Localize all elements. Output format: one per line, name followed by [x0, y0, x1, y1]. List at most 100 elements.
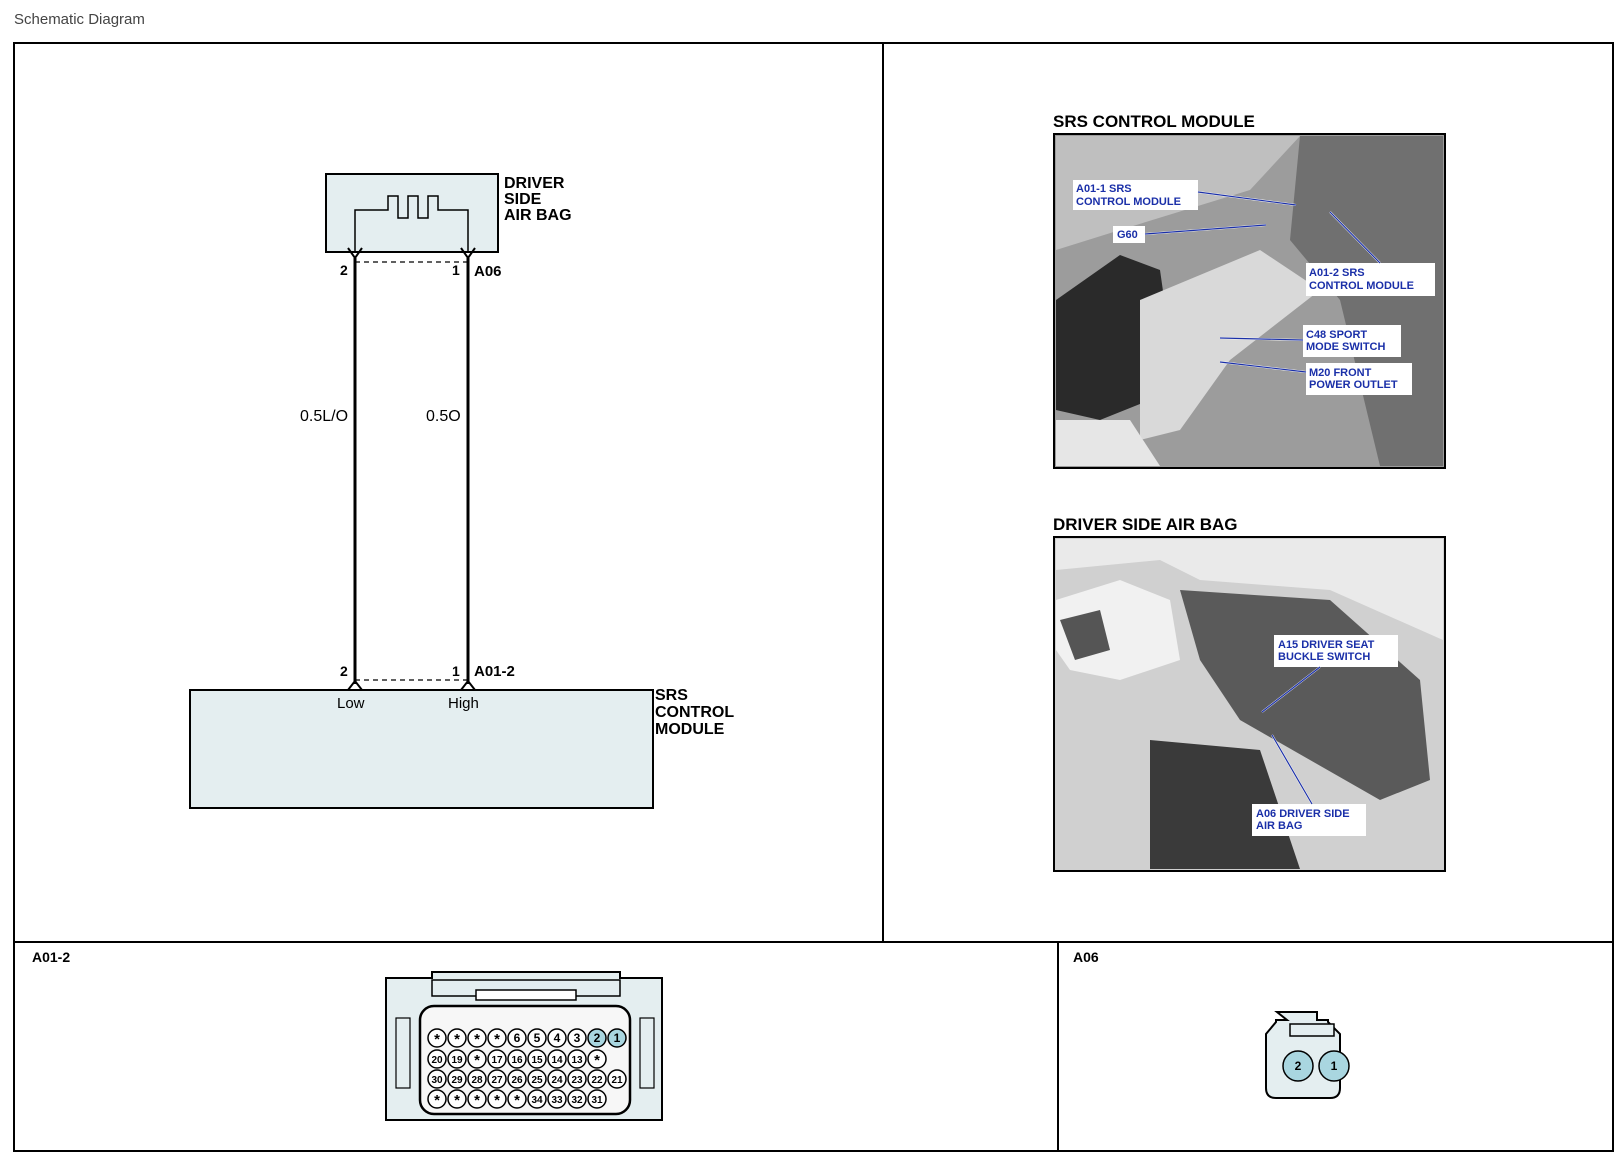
photo-shape-console — [1140, 250, 1320, 440]
a01-2-pin-0-6-circle — [547, 1028, 567, 1048]
photo-driver-side-airbag: DRIVER SIDE AIR BAG A15 DRIVER SEAT BUCK… — [1053, 515, 1446, 872]
label-a06-line2: AIR BAG — [1256, 820, 1302, 832]
photo2-shape-buckle — [1060, 610, 1110, 660]
a01-2-pin-3-6-label: 33 — [551, 1095, 563, 1106]
connector-side-rib-left — [395, 1017, 411, 1089]
a01-2-pin-1-1-label: 19 — [451, 1055, 463, 1066]
label-c48-line1: C48 SPORT — [1306, 329, 1367, 341]
label-box-a01-1 — [1073, 180, 1198, 210]
a01-2-pin-3-2-label: * — [474, 1092, 480, 1109]
a01-2-pin-2-0-label: 30 — [431, 1075, 443, 1086]
label-m20-line1: M20 FRONT — [1309, 367, 1372, 379]
leader-a01-1-inner — [1197, 191, 1297, 206]
a01-2-pin-3-3-circle — [487, 1089, 507, 1109]
a01-2-pin-0-4-circle — [507, 1028, 527, 1048]
a01-2-pin-1-5-label: 15 — [531, 1055, 543, 1066]
a01-2-pin-2-1-label: 29 — [451, 1075, 463, 1086]
a01-2-pin-2-7-circle — [567, 1069, 587, 1089]
wire-label-right: 0.5O — [426, 408, 461, 425]
a01-2-pin-0-3-circle — [487, 1028, 507, 1048]
srs-label-line2: CONTROL — [655, 704, 734, 721]
a01-2-pin-1-3-label: 17 — [491, 1055, 503, 1066]
label-a15-line2: BUCKLE SWITCH — [1278, 651, 1370, 663]
a01-2-pin-1-4-circle — [507, 1049, 527, 1069]
page-title: Schematic Diagram — [14, 11, 145, 28]
a01-2-pin-1-7-circle — [567, 1049, 587, 1069]
a01-2-pin-0-7-label: 3 — [574, 1031, 581, 1045]
label-a01-1-line1: A01-1 SRS — [1076, 183, 1132, 195]
airbag-box — [325, 173, 499, 253]
airbag-label-line1: DRIVER — [504, 175, 565, 192]
label-box-a06 — [1252, 804, 1366, 836]
a01-2-pin-1-6-label: 14 — [551, 1055, 563, 1066]
a01-2-pin-2-4-circle — [507, 1069, 527, 1089]
a01-2-pin-0-3-label: * — [494, 1031, 500, 1048]
a01-2-pin-2-0-circle — [427, 1069, 447, 1089]
terminal-low: Low — [337, 695, 365, 712]
a01-2-pin-0-5-circle — [527, 1028, 547, 1048]
a01-2-pin-1-2-label: * — [474, 1052, 480, 1069]
a01-2-pin-1-0-circle — [427, 1049, 447, 1069]
photo2-shape-floor-dark — [1150, 740, 1300, 869]
a01-2-pin-2-3-label: 27 — [491, 1075, 503, 1086]
leader-a01-2-inner — [1329, 211, 1381, 264]
a01-2-pin-2-2-label: 28 — [471, 1075, 483, 1086]
a01-2-pin-3-6-circle — [547, 1089, 567, 1109]
label-a01-1-line2: CONTROL MODULE — [1076, 196, 1181, 208]
a06-pin-1-label: 1 — [1331, 1059, 1338, 1073]
label-m20-line2: POWER OUTLET — [1309, 379, 1398, 391]
a01-2-pin-0-9-circle — [607, 1028, 627, 1048]
a01-2-pin-3-5-circle — [527, 1089, 547, 1109]
srs-label-line1: SRS — [655, 687, 688, 704]
a01-2-pin-3-0-circle — [427, 1089, 447, 1109]
leader-a06-inner — [1271, 734, 1313, 805]
photo-title: SRS CONTROL MODULE — [1053, 112, 1255, 131]
a01-2-pin-0-5-label: 5 — [534, 1031, 541, 1045]
a01-2-connector-name: A01-2 — [474, 663, 515, 680]
leader-m20-inner — [1219, 361, 1307, 373]
a01-2-pin-2-3-circle — [487, 1069, 507, 1089]
connector-a06-name: A06 — [1073, 949, 1099, 965]
a01-2-pin-0-0-circle — [427, 1028, 447, 1048]
a01-2-pin-0-9-label: 1 — [614, 1031, 621, 1045]
a01-2-pin-1-6-circle — [547, 1049, 567, 1069]
label-g60: G60 — [1117, 229, 1138, 241]
pin-1-arrow-bottom — [460, 679, 476, 691]
a06-latch — [1289, 1023, 1335, 1037]
a01-2-pin-0-1-circle — [447, 1028, 467, 1048]
label-a01-2-line2: CONTROL MODULE — [1309, 280, 1414, 292]
a01-2-pin-2-5-circle — [527, 1069, 547, 1089]
a01-2-pin-0-1-label: * — [454, 1031, 460, 1048]
a01-2-pin-3-2-circle — [467, 1089, 487, 1109]
a01-2-pin-3-5-label: 34 — [531, 1095, 543, 1106]
a06-connector-name: A06 — [474, 263, 502, 280]
a01-2-pin-2-6-circle — [547, 1069, 567, 1089]
a01-2-pin-1-8-label: * — [594, 1052, 600, 1069]
label-a06-line1: A06 DRIVER SIDE — [1256, 808, 1350, 820]
a01-2-pin-2-7-label: 23 — [571, 1075, 583, 1086]
a01-2-pin-3-7-circle — [567, 1089, 587, 1109]
a01-2-pin-3-4-circle — [507, 1089, 527, 1109]
a01-2-pin-2-8-circle — [587, 1069, 607, 1089]
a01-2-pin-0-2-label: * — [474, 1031, 480, 1048]
a06-pin-2-circle — [1282, 1050, 1314, 1082]
a01-2-pin-0-0-label: * — [434, 1031, 440, 1048]
a01-2-pin-2-6-label: 24 — [551, 1075, 563, 1086]
a06-pin-left: 2 — [340, 262, 348, 278]
photo-srs-control-module: SRS CONTROL MODULE A01-1 SRS CONTROL MOD… — [1053, 112, 1446, 469]
a01-2-pin-1-5-circle — [527, 1049, 547, 1069]
leader-g60-inner — [1144, 224, 1267, 235]
a01-2-pin-2-4-label: 26 — [511, 1075, 523, 1086]
a01-2-pin-2-9-circle — [607, 1069, 627, 1089]
terminal-high: High — [448, 695, 479, 712]
label-box-a15 — [1274, 635, 1398, 667]
label-a01-2-line1: A01-2 SRS — [1309, 267, 1365, 279]
a01-2-pin-3-8-label: 31 — [591, 1095, 603, 1106]
a01-2-pin-1-1-circle — [447, 1049, 467, 1069]
a01-2-pin-1-4-label: 16 — [511, 1055, 523, 1066]
leader-c48-inner — [1219, 337, 1304, 341]
a01-2-pin-3-3-label: * — [494, 1092, 500, 1109]
driver-side-airbag-component: DRIVER SIDE AIR BAG — [325, 173, 572, 253]
